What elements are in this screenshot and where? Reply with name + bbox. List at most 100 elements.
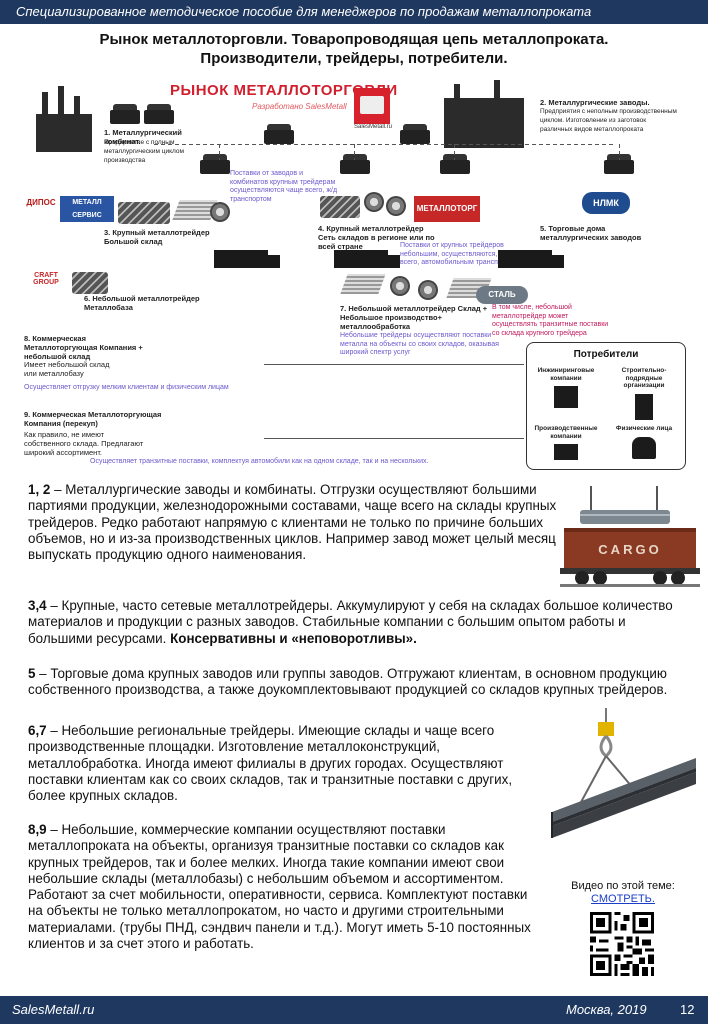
people-icon (632, 437, 656, 459)
paragraph-2-bold: Консервативны и «неповоротливы». (170, 631, 417, 646)
consumer-construction: Строительно- подрядные организации (607, 367, 681, 420)
watch-video-link[interactable]: СМОТРЕТЬ. (558, 893, 688, 906)
truck-icon (268, 350, 316, 380)
video-caption-text: Видео по этой теме: (558, 880, 688, 893)
paragraph-5-number: 8,9 (28, 822, 47, 837)
paragraph-4: 6,7 – Небольшие региональные трейдеры. И… (28, 723, 542, 804)
node-9-text: Как правило, не имеют собственного склад… (24, 430, 144, 457)
node-1-text: Предприятие с полным металлургическим ци… (104, 138, 194, 165)
video-caption: Видео по этой теме: СМОТРЕТЬ. (558, 880, 688, 906)
cargo-wagon-image: CARGO (560, 484, 700, 590)
consumer-individuals-label: Физические лица (607, 425, 681, 433)
diagram-brand-sub: Разработано SalesMetall (252, 102, 347, 111)
dipos-logo: ДИПОС (24, 198, 58, 207)
railcar-icon (110, 110, 140, 124)
note-small-traders: Небольшие трейдеры осуществляют поставки… (340, 332, 502, 358)
connector-line (264, 438, 524, 439)
title-line-1: Рынок металлоторговли. Товаропроводящая … (0, 30, 708, 49)
connector-line (264, 364, 524, 365)
railcar-icon (340, 160, 370, 174)
paragraph-3: 5 – Торговые дома крупных заводов или гр… (28, 666, 690, 699)
note-node-8: Осуществляет отгрузку мелким клиентам и … (24, 384, 284, 393)
coil-icon (364, 192, 384, 212)
steel-beam-image (546, 708, 702, 844)
supply-chain-diagram: РЫНОК МЕТАЛЛОТОРГОВЛИ Разработано SalesM… (14, 78, 690, 478)
pipes-icon (320, 196, 360, 218)
coil-icon (210, 202, 230, 222)
consumers-box: Потребители Инжиниринговые компании Стро… (526, 342, 686, 470)
connector-line (619, 144, 620, 160)
nlmk-logo: НЛМК (582, 192, 630, 214)
factory-icon (554, 444, 578, 460)
note-node-9: Осуществляет транзитные поставки, компле… (90, 458, 450, 467)
metallservis-logo: МЕТАЛЛ СЕРВИС (60, 196, 114, 222)
craft-group-logo: CRAFT GROUP (26, 272, 66, 286)
title-line-2: Производители, трейдеры, потребители. (0, 49, 708, 68)
connector-line (154, 144, 614, 145)
node-6-label: 6. Небольшой металлотрейдер Металлобаза (84, 294, 204, 312)
sheet-metal-icon (340, 274, 385, 294)
consumer-construction-label: Строительно- подрядные организации (607, 367, 681, 390)
stalb-logo: СТАЛЬ (476, 286, 528, 304)
connector-line (219, 144, 220, 160)
coil-icon (390, 276, 410, 296)
railcar-icon (144, 110, 174, 124)
metallurgical-plant-icon (36, 114, 92, 152)
railcar-icon (264, 130, 294, 144)
metallotorg-logo: МЕТАЛЛОТОРГ (414, 196, 480, 222)
cargo-label: CARGO (598, 542, 661, 557)
paragraph-4-number: 6,7 (28, 723, 47, 738)
consumer-engineering: Инжиниринговые компании (529, 367, 603, 408)
paragraph-5-text: – Небольшие, коммерческие компании осуще… (28, 822, 531, 951)
truck-icon (300, 306, 348, 336)
building-icon (635, 394, 653, 420)
lorry-icon (214, 250, 268, 268)
footer-city-year: Москва, 2019 (566, 996, 647, 1024)
consumer-individuals: Физические лица (607, 425, 681, 459)
paragraph-3-text: – Торговые дома крупных заводов или груп… (28, 666, 667, 697)
node-2-text: Предприятия с неполным производственным … (540, 107, 680, 134)
paragraph-1: 1, 2 – Металлургические заводы и комбина… (28, 482, 558, 563)
node-8-text: Имеет небольшой склад или металлобазу (24, 360, 124, 378)
truck-icon (272, 408, 320, 438)
header-bar: Специализированное методическое пособие … (0, 0, 708, 24)
footer-bar: SalesMetall.ru Москва, 2019 12 (0, 996, 708, 1024)
consumers-title: Потребители (527, 349, 685, 360)
pipes-icon (72, 272, 108, 294)
truck-icon (458, 408, 506, 438)
salesmetall-logo (354, 88, 390, 124)
truck-icon (336, 408, 384, 438)
node-5-label: 5. Торговые дома металлургических заводо… (540, 224, 646, 242)
coil-icon (418, 280, 438, 300)
metallurgical-works-icon (444, 98, 524, 148)
page-title: Рынок металлоторговли. Товаропроводящая … (0, 30, 708, 68)
salesmetall-logo-caption: SalesMetall.ru (354, 124, 390, 130)
connector-line (354, 144, 355, 160)
paragraph-5: 8,9 – Небольшие, коммерческие компании о… (28, 822, 540, 952)
node-7-label: 7. Небольшой металлотрейдер Склад + Небо… (340, 304, 490, 331)
office-building-icon (554, 386, 578, 408)
railcar-icon (400, 130, 430, 144)
paragraph-1-text: – Металлургические заводы и комбинаты. О… (28, 482, 556, 562)
header-subtitle: Специализированное методическое пособие … (16, 4, 591, 19)
coil-icon (386, 196, 406, 216)
note-red-transit: В том числе, небольшой металлотрейдер мо… (492, 304, 612, 338)
lorry-icon (498, 250, 552, 268)
railcar-icon (200, 160, 230, 174)
node-9-title: 9. Коммерческая Металлоторгующая Компани… (24, 410, 164, 428)
node-8-title: 8. Коммерческая Металлоторгующая Компани… (24, 334, 144, 361)
truck-icon (630, 260, 678, 290)
consumer-production: Производственные компании (529, 425, 603, 460)
truck-icon (580, 260, 628, 290)
railcar-icon (440, 160, 470, 174)
paragraph-2: 3,4 – Крупные, часто сетевые металлотрей… (28, 598, 690, 647)
qr-code-icon[interactable] (590, 912, 654, 976)
paragraph-1-number: 1, 2 (28, 482, 50, 497)
pipes-icon (118, 202, 170, 224)
truck-icon (396, 408, 444, 438)
truck-icon (224, 306, 272, 336)
consumer-production-label: Производственные компании (529, 425, 603, 440)
page-number: 12 (680, 996, 694, 1024)
node-2-title: 2. Металлургические заводы. (540, 98, 680, 107)
paragraph-4-text: – Небольшие региональные трейдеры. Имеющ… (28, 723, 512, 803)
